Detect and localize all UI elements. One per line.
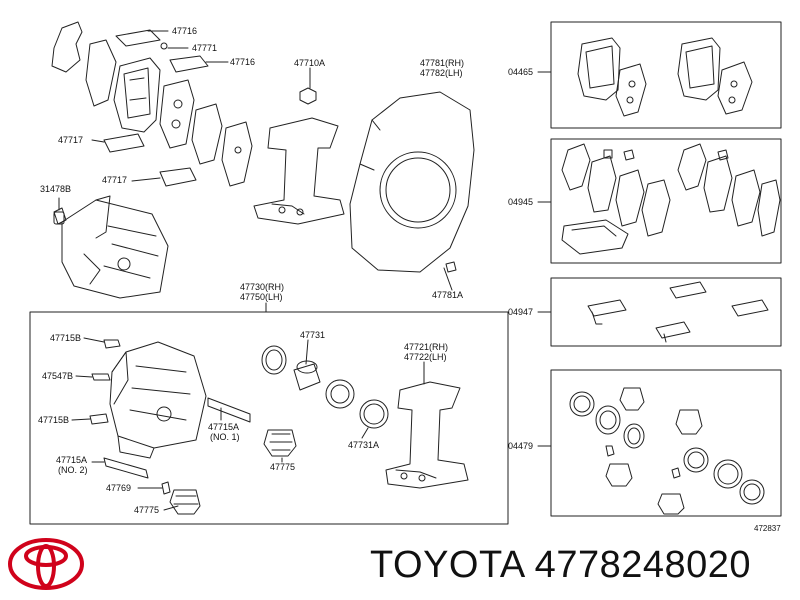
label-kit-04945: 04945 xyxy=(508,197,533,207)
label-47775-a: 47775 xyxy=(134,505,159,515)
label-47716-b: 47716 xyxy=(230,57,255,67)
mounting-bracket-top xyxy=(253,87,345,225)
label-no1: (NO. 1) xyxy=(210,432,240,442)
kit-04947-box xyxy=(537,277,782,347)
label-kit-04479: 04479 xyxy=(508,441,533,451)
label-47781-rh: 47781(RH) xyxy=(420,58,464,68)
bolts xyxy=(89,339,251,495)
label-47731: 47731 xyxy=(300,330,325,340)
label-47730-rh: 47730(RH) xyxy=(240,282,284,292)
label-kit-04947: 04947 xyxy=(508,307,533,317)
kit-04465-box xyxy=(537,21,782,129)
label-47769: 47769 xyxy=(106,483,131,493)
kit-04945-box xyxy=(537,138,782,264)
label-no2: (NO. 2) xyxy=(58,465,88,475)
dust-shield xyxy=(349,91,475,291)
label-47722-lh: 47722(LH) xyxy=(404,352,447,362)
mounting-bracket-main xyxy=(385,381,469,489)
leader-lines-top xyxy=(91,30,311,182)
label-47782-lh: 47782(LH) xyxy=(420,68,463,78)
piston-seals xyxy=(261,345,389,429)
label-47771: 47771 xyxy=(192,43,217,53)
kit-04479-box xyxy=(537,369,782,517)
caliper-body xyxy=(109,341,207,459)
caliper-small xyxy=(53,195,169,299)
label-31478b: 31478B xyxy=(40,184,71,194)
label-47717-b: 47717 xyxy=(102,175,127,185)
label-47781a: 47781A xyxy=(432,290,463,300)
label-47717: 47717 xyxy=(58,135,83,145)
label-47775-b: 47775 xyxy=(270,462,295,472)
label-47715a-no1: 47715A xyxy=(208,422,239,432)
label-47731a: 47731A xyxy=(348,440,379,450)
caliper-assembly-frame xyxy=(29,311,509,525)
label-47715b: 47715B xyxy=(50,333,81,343)
leader-lines-main xyxy=(71,337,425,511)
label-47750-lh: 47750(LH) xyxy=(240,292,283,302)
label-47716: 47716 xyxy=(172,26,197,36)
figure-number: 472837 xyxy=(754,524,781,533)
pin-boots xyxy=(169,429,297,515)
label-47721-rh: 47721(RH) xyxy=(404,342,448,352)
pad-shim-group xyxy=(51,21,253,187)
label-47715a-no2: 47715A xyxy=(56,455,87,465)
label-kit-04465: 04465 xyxy=(508,67,533,77)
brand-caption: TOYOTA 4778248020 xyxy=(370,544,752,586)
label-47715b-b: 47715B xyxy=(38,415,69,425)
label-47710a: 47710A xyxy=(294,58,325,68)
label-47547b: 47547B xyxy=(42,371,73,381)
part-labels: 47716 47771 47716 47710A 47781(RH) 47782… xyxy=(38,26,781,533)
bleeder-cap xyxy=(53,197,65,225)
toyota-logo-icon xyxy=(8,538,84,590)
